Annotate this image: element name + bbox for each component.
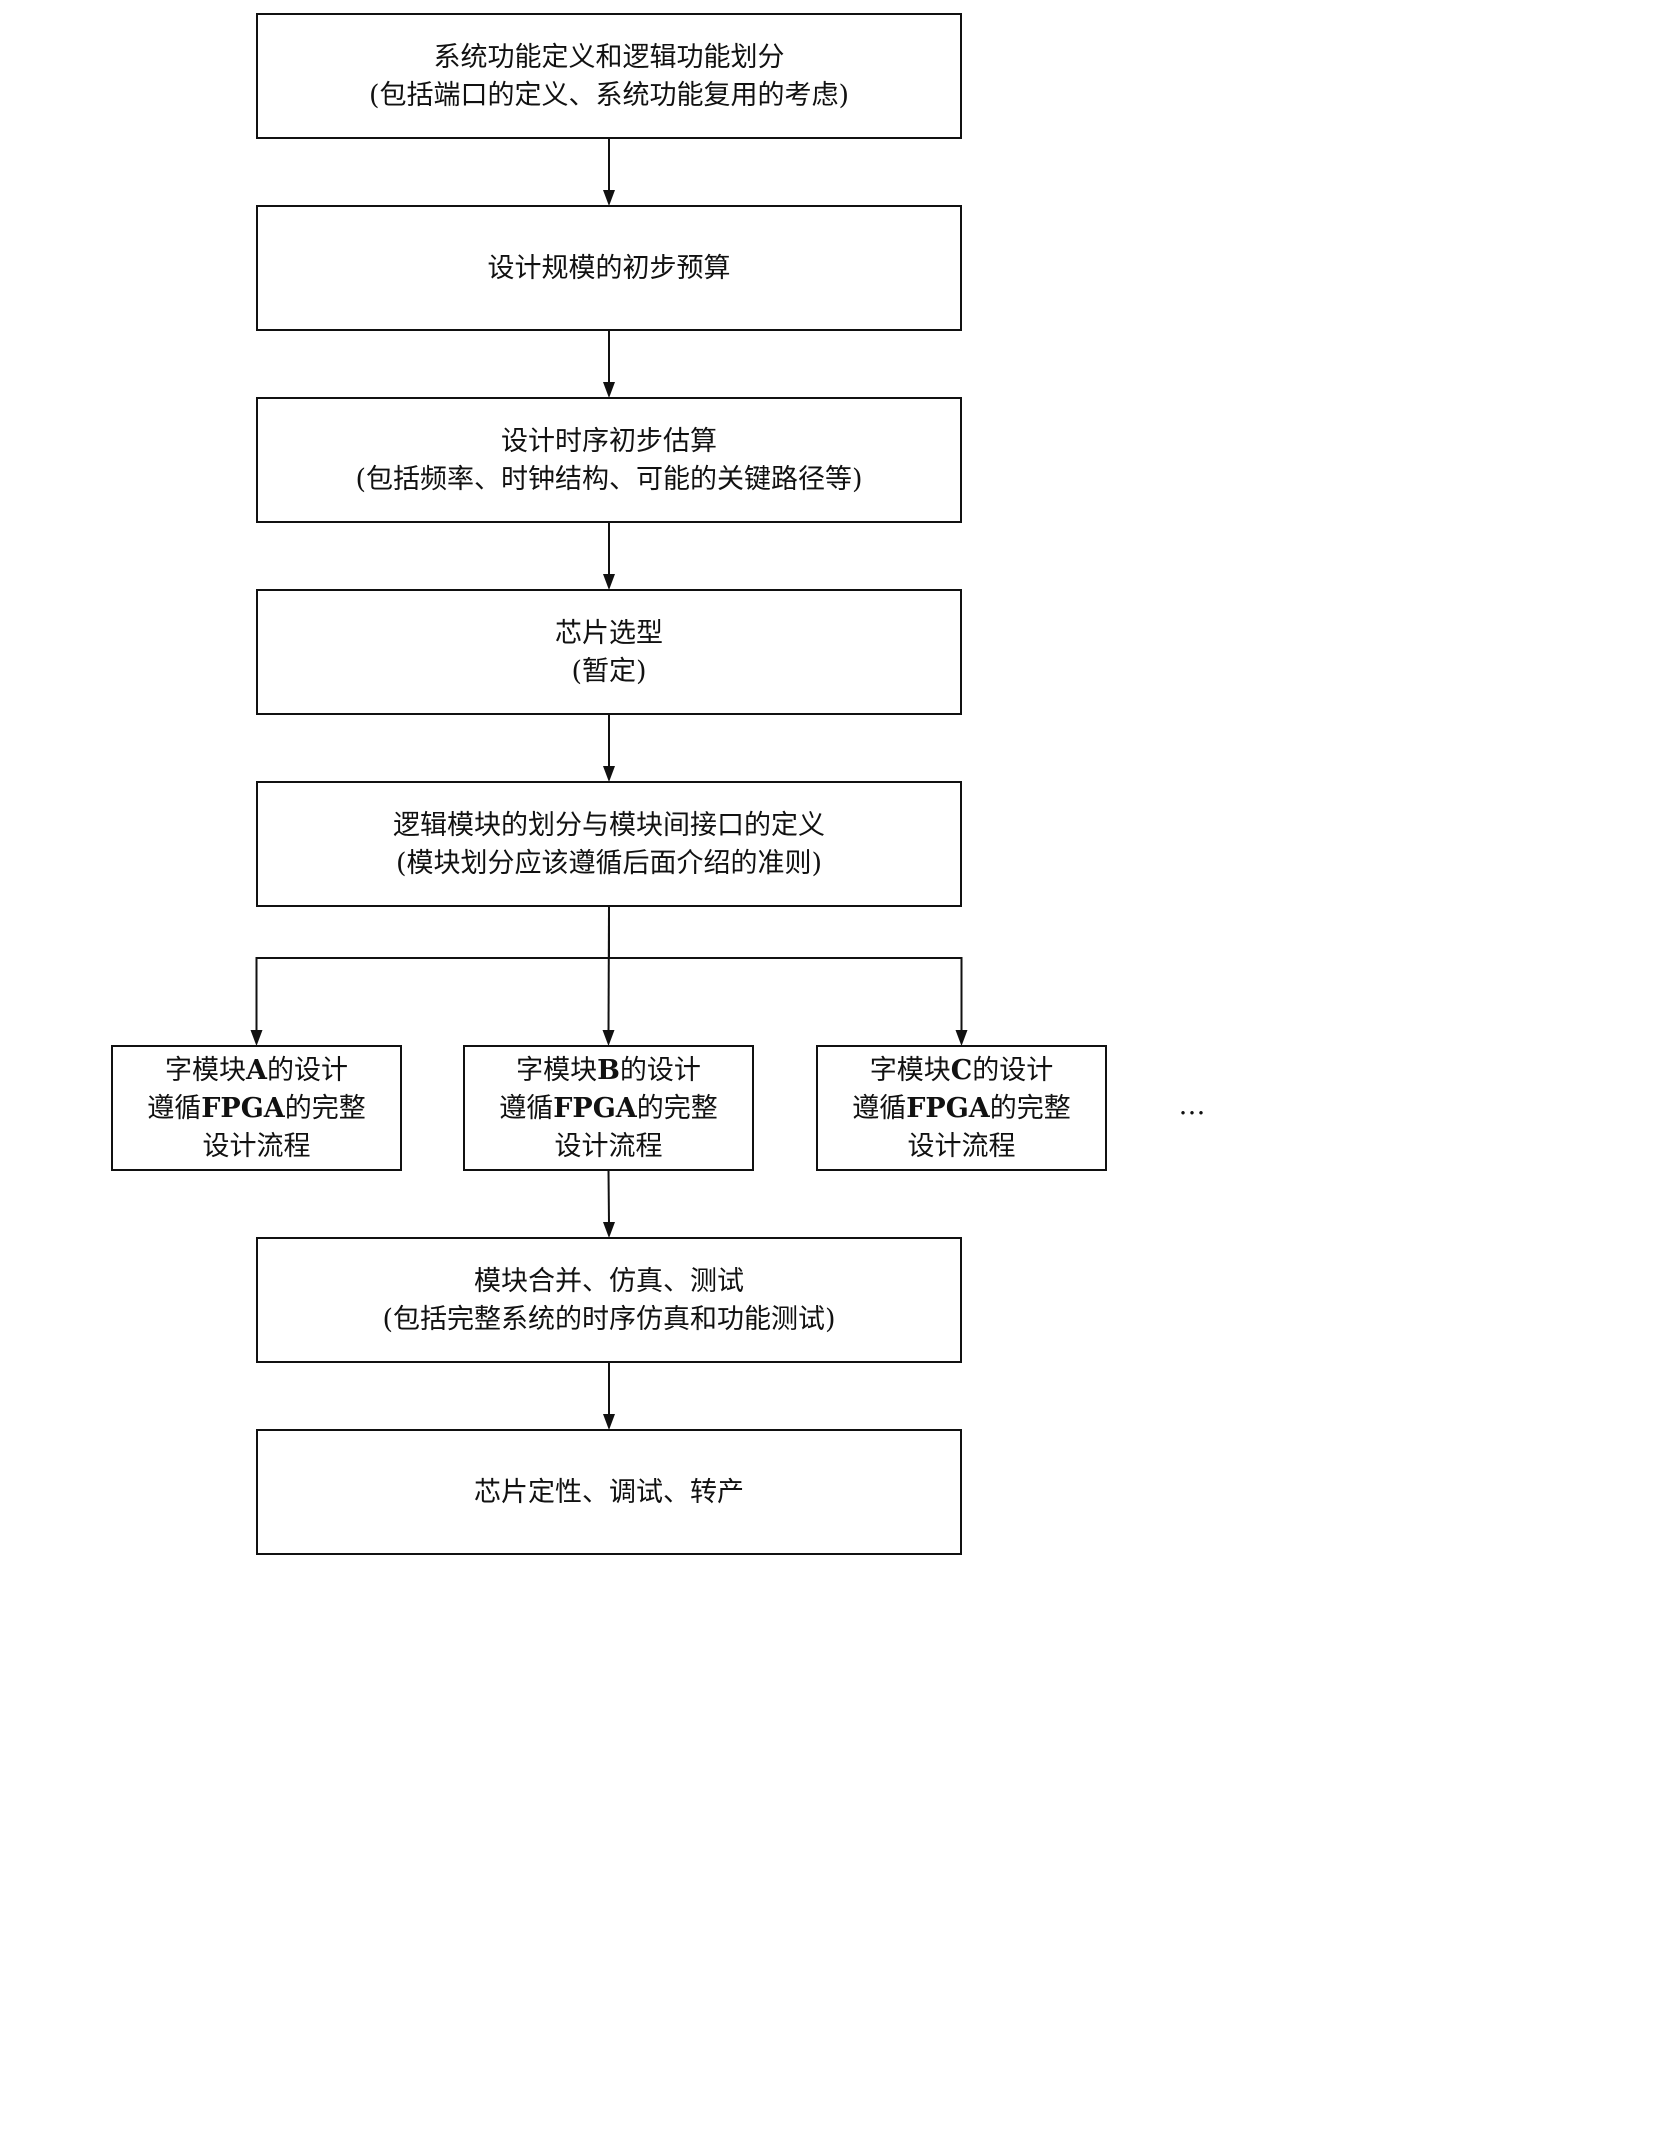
flow-node-n6: 模块合并、仿真、测试 (包括完整系统的时序仿真和功能测试) <box>256 1237 962 1363</box>
flow-node-text-line: 字模块C的设计 <box>870 1055 1054 1086</box>
flow-node-text-line: 遵循FPGA的完整 <box>852 1093 1070 1124</box>
edge-n5-nC <box>608 906 963 1032</box>
flow-node-text-line: 设计流程 <box>203 1131 311 1162</box>
flow-node-n2: 设计规模的初步预算 <box>256 205 962 331</box>
edge-n4-n5-arrowhead <box>603 766 615 782</box>
flow-node-text-line: (包括频率、时钟结构、可能的关键路径等) <box>355 464 862 495</box>
edge-n5-nB-arrowhead <box>602 1030 615 1046</box>
edge-n6-n7-arrowhead <box>603 1414 615 1430</box>
flow-node-text-line: (模块划分应该遵循后面介绍的准则) <box>396 848 822 879</box>
flow-node-text-line: 字模块A的设计 <box>165 1055 348 1086</box>
more-submodules-ellipsis: … <box>1179 1090 1206 1121</box>
flow-node-n1: 系统功能定义和逻辑功能划分 (包括端口的定义、系统功能复用的考虑) <box>256 13 962 139</box>
flow-node-n5: 逻辑模块的划分与模块间接口的定义 (模块划分应该遵循后面介绍的准则) <box>256 781 962 907</box>
flow-node-n7: 芯片定性、调试、转产 <box>256 1429 962 1555</box>
flow-node-text-line: (包括端口的定义、系统功能复用的考虑) <box>369 80 849 111</box>
flow-node-text-line: 字模块B的设计 <box>516 1055 701 1086</box>
nodes-layer: 系统功能定义和逻辑功能划分 (包括端口的定义、系统功能复用的考虑) 设计规模的初步预… <box>111 13 1107 1555</box>
flow-node-n4: 芯片选型 (暂定) <box>256 589 962 715</box>
flow-node-box <box>256 13 962 139</box>
flow-node-text-line: 模块合并、仿真、测试 <box>474 1266 744 1297</box>
edge-n3-n4-arrowhead <box>603 574 615 590</box>
flow-node-box <box>111 1045 402 1171</box>
flow-node-box <box>256 781 962 907</box>
flow-node-text-line: 遵循FPGA的完整 <box>147 1093 365 1124</box>
flow-node-text-line: 逻辑模块的划分与模块间接口的定义 <box>393 810 825 841</box>
flow-node-text-line: 设计规模的初步预算 <box>488 253 731 284</box>
edge-n5-nA <box>255 906 610 1032</box>
edge-n5-nA-arrowhead <box>250 1030 263 1046</box>
flow-node-n3: 设计时序初步估算 (包括频率、时钟结构、可能的关键路径等) <box>256 397 962 523</box>
edge-n5-nC-arrowhead <box>955 1030 968 1046</box>
flow-node-box <box>256 397 962 523</box>
flow-node-text-line: 设计流程 <box>555 1131 663 1162</box>
edge-nB-n6-arrowhead <box>603 1222 615 1238</box>
edges-layer <box>250 138 968 1430</box>
edge-nB-n6 <box>607 1169 610 1225</box>
flow-node-box <box>256 589 962 715</box>
flow-node-text-line: 芯片选型 <box>555 618 663 649</box>
flow-node-text-line: 系统功能定义和逻辑功能划分 <box>434 42 785 73</box>
edge-n2-n3-arrowhead <box>603 382 615 398</box>
flow-node-text-line: 设计时序初步估算 <box>501 426 717 457</box>
flow-node-box <box>256 1237 962 1363</box>
flow-node-text-line: (暂定) <box>571 656 646 687</box>
flow-node-box <box>463 1045 754 1171</box>
flow-node-text-line: 遵循FPGA的完整 <box>499 1093 717 1124</box>
flow-node-text-line: 芯片定性、调试、转产 <box>474 1477 744 1508</box>
flow-node-box <box>256 205 962 331</box>
flow-node-box <box>816 1045 1107 1171</box>
flowchart: 系统功能定义和逻辑功能划分 (包括端口的定义、系统功能复用的考虑) 设计规模的初步预… <box>111 13 1206 1555</box>
flow-node-box <box>256 1429 962 1555</box>
edge-n1-n2-arrowhead <box>603 190 615 206</box>
flow-node-text-line: (包括完整系统的时序仿真和功能测试) <box>382 1304 835 1335</box>
flow-node-text-line: 设计流程 <box>908 1131 1016 1162</box>
